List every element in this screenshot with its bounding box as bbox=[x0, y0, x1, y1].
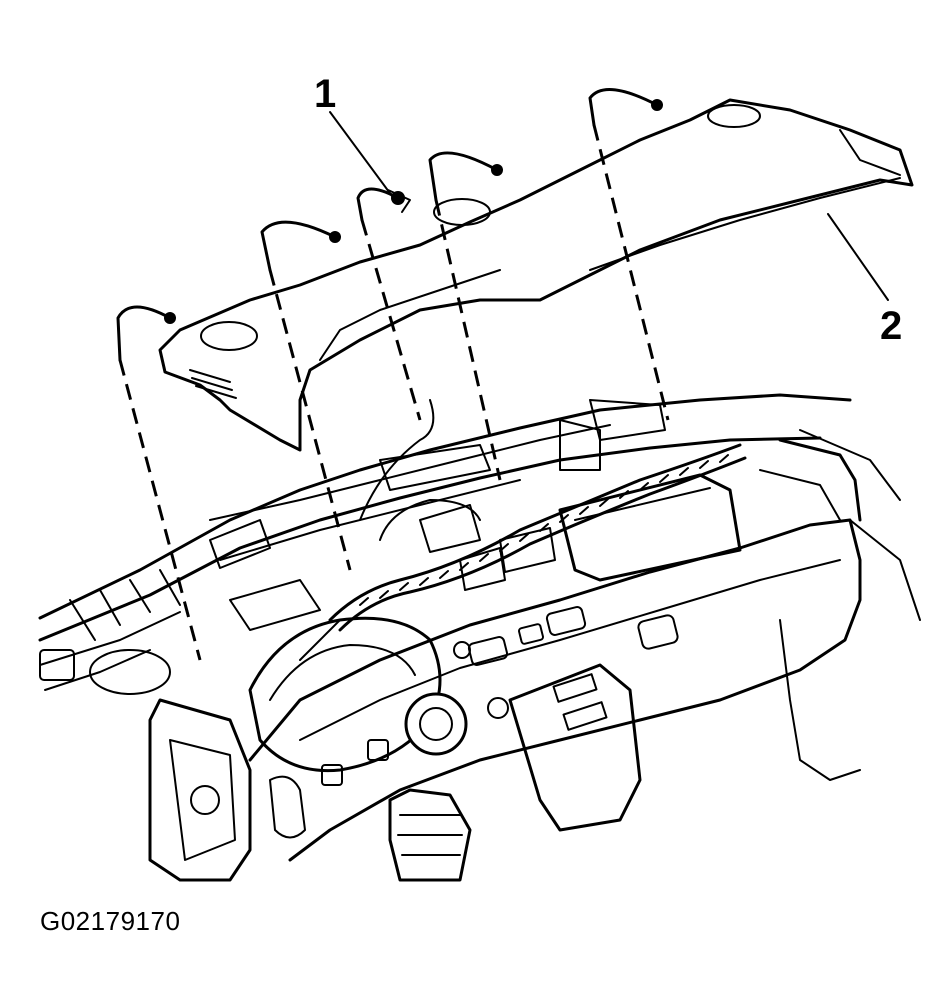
instrument-panel-carrier bbox=[38, 393, 852, 695]
alignment-lines bbox=[116, 88, 670, 661]
center-stack bbox=[453, 606, 679, 832]
left-lower-panel bbox=[148, 698, 252, 882]
callout-leaders bbox=[329, 111, 889, 301]
callout-1-label: 1 bbox=[314, 72, 337, 116]
steering-column bbox=[248, 616, 472, 882]
wiring-harness bbox=[299, 399, 747, 661]
callout-2-label: 2 bbox=[880, 304, 903, 348]
dash-top-frame bbox=[209, 424, 611, 591]
airbag-module bbox=[558, 399, 742, 582]
figure-code: G02179170 bbox=[40, 906, 181, 936]
lower-dash-body bbox=[248, 429, 921, 862]
